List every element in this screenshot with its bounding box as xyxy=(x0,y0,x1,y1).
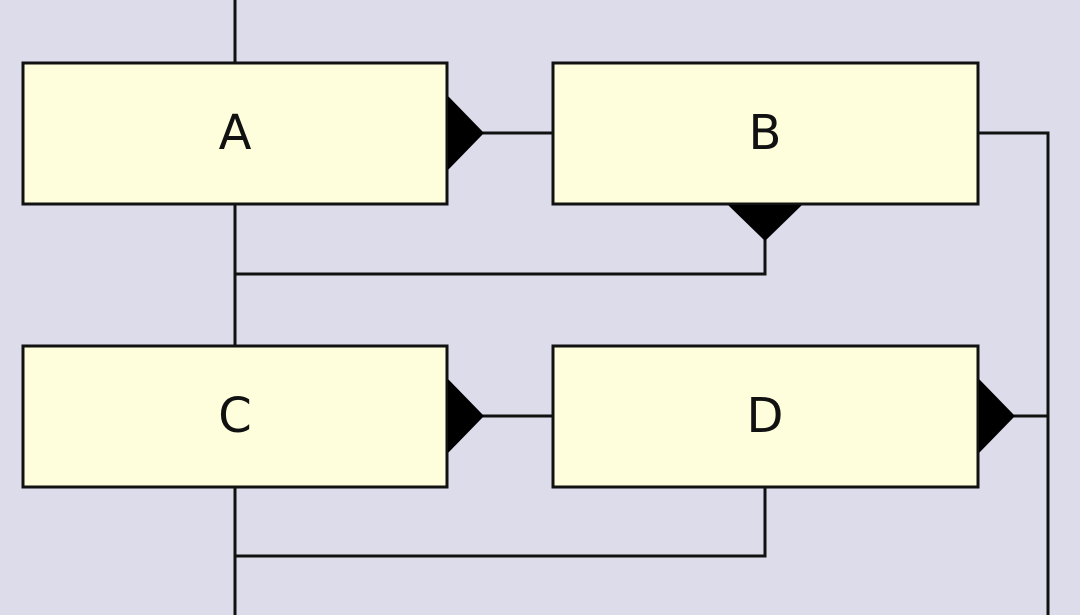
node-a-label: A xyxy=(219,105,252,161)
node-d-label: D xyxy=(747,388,784,444)
node-a-right-port-icon xyxy=(448,96,484,170)
node-b[interactable]: B xyxy=(551,61,980,206)
ports xyxy=(448,96,1015,453)
node-c-label: C xyxy=(218,388,252,444)
wire-b-output-bus xyxy=(976,131,1050,615)
wire-d-feedback xyxy=(233,485,767,558)
wire-b-feedback xyxy=(233,238,767,276)
wires xyxy=(233,0,1050,615)
node-c-right-port-icon xyxy=(448,379,484,453)
node-a-box xyxy=(21,61,449,206)
node-c-box xyxy=(21,344,449,489)
node-b-label: B xyxy=(749,105,782,161)
node-b-box xyxy=(551,61,980,206)
node-b-bottom-port-icon xyxy=(728,205,802,241)
node-d-box xyxy=(551,344,980,489)
node-d-right-port-icon xyxy=(979,379,1015,453)
node-d[interactable]: D xyxy=(551,344,980,489)
node-c[interactable]: C xyxy=(21,344,449,489)
node-a[interactable]: A xyxy=(21,61,449,206)
